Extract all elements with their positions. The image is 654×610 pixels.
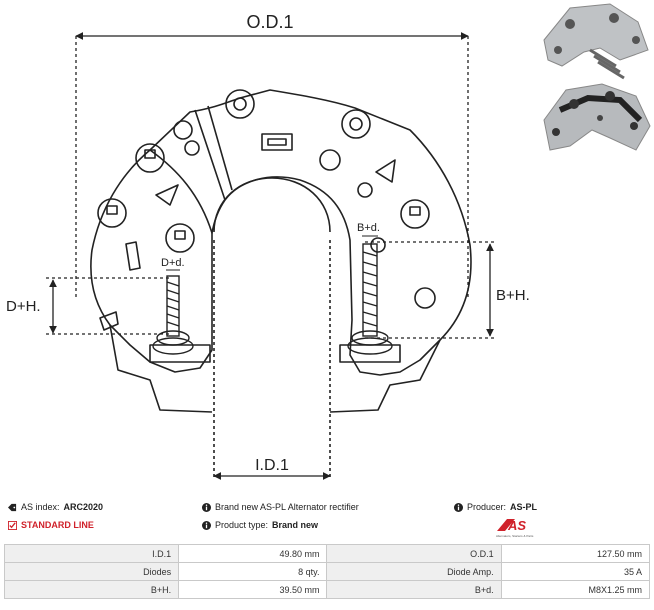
standard-line: STANDARD LINE <box>8 520 94 530</box>
spec-label: B+d. <box>326 580 502 599</box>
product-type-value: Brand new <box>272 520 319 530</box>
spec-value: 39.50 mm <box>178 580 328 599</box>
right-bolt <box>347 243 393 355</box>
as-pl-logo: AS Alternators, Starters & Parts <box>496 518 534 538</box>
spec-label: B+H. <box>3 580 180 599</box>
spec-table: I.D.1 49.80 mm O.D.1 127.50 mm Diodes 8 … <box>3 544 651 599</box>
as-index-label: AS index: <box>21 502 60 512</box>
producer-label: Producer: <box>467 502 507 512</box>
spec-value: 49.80 mm <box>178 544 328 563</box>
spec-label: O.D.1 <box>326 544 502 563</box>
terminal-hole <box>341 109 371 139</box>
table-row: B+H. 39.50 mm B+d. M8X1.25 mm <box>3 580 651 599</box>
as-index-value: ARC2020 <box>63 502 104 512</box>
left-bolt <box>152 275 194 355</box>
brand-text: Brand new AS-PL Alternator rectifier <box>215 502 359 512</box>
tag-icon <box>8 503 17 511</box>
rectifier-outline <box>149 89 472 376</box>
rectifier-technical-drawing: O.D.1 I.D.1 D+H. B+H. D+d. B+d. <box>6 12 530 480</box>
spec-value: 127.50 mm <box>500 544 651 563</box>
table-row: I.D.1 49.80 mm O.D.1 127.50 mm <box>3 544 651 563</box>
product-photo-bottom <box>543 83 651 151</box>
as-index: AS index: ARC2020 <box>8 502 103 512</box>
info-icon <box>202 502 211 512</box>
bd-label: B+d. <box>357 222 380 234</box>
info-icon <box>202 520 211 530</box>
product-info: AS index: ARC2020 STANDARD LINE Brand ne… <box>0 498 654 542</box>
spec-label: Diodes <box>3 562 180 581</box>
logo-tagline: Alternators, Starters & Parts <box>496 534 534 538</box>
bh-label: B+H. <box>496 287 530 304</box>
standard-line-label: STANDARD LINE <box>21 520 94 530</box>
spec-value: 8 qty. <box>178 562 328 581</box>
spec-value: 35 A <box>500 562 651 581</box>
producer: Producer: AS-PL <box>454 502 537 512</box>
info-icon <box>454 502 463 512</box>
id-label: I.D.1 <box>255 457 289 474</box>
logo-text: AS <box>507 518 526 533</box>
spec-value: M8X1.25 mm <box>500 580 651 599</box>
dd-label: D+d. <box>161 257 185 269</box>
terminal-hole <box>225 89 255 119</box>
producer-value: AS-PL <box>510 502 538 512</box>
brand-line: Brand new AS-PL Alternator rectifier <box>202 502 359 512</box>
spec-label: I.D.1 <box>3 544 180 563</box>
spec-label: Diode Amp. <box>326 562 502 581</box>
od-label: O.D.1 <box>246 12 293 32</box>
product-type-label: Product type: <box>215 520 269 530</box>
dh-label: D+H. <box>6 298 41 315</box>
product-type: Product type: Brand new <box>202 520 318 530</box>
table-row: Diodes 8 qty. Diode Amp. 35 A <box>3 562 651 581</box>
checkbox-icon <box>8 520 17 530</box>
product-photos <box>543 3 651 151</box>
central-channel <box>213 177 331 233</box>
product-photo-top <box>543 3 649 80</box>
